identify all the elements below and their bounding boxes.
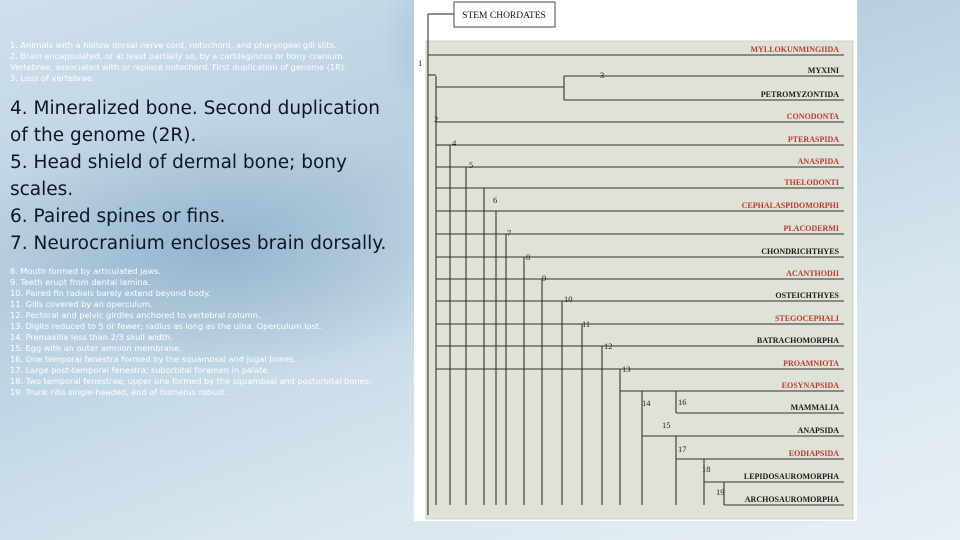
character-item: 13. Digits reduced to 5 or fewer; radius… <box>10 321 322 331</box>
cladogram: STEM CHORDATES MYLLOKUNMINGIIDA MYXINI PET… <box>418 1 854 520</box>
taxon-label: EODIAPSIDA <box>789 449 839 458</box>
highlighted-line: of the genome (2R). <box>10 125 197 146</box>
taxon-label: MYLLOKUNMINGIIDA <box>751 45 840 54</box>
highlighted-line: 5. Head shield of dermal bone; bony <box>10 152 347 173</box>
taxon-label: ANAPSIDA <box>798 426 840 435</box>
node-number: 13 <box>622 364 631 374</box>
node-number: 16 <box>678 397 687 407</box>
node-number: 8 <box>526 252 530 262</box>
characters-bottom: 8. Mouth formed by articulated jaws. 9. … <box>10 266 371 398</box>
character-item: Vertebrae, associated with or replace no… <box>10 62 347 72</box>
taxon-label: STEGOCEPHALI <box>775 314 839 323</box>
character-item: 15. Egg with an outer amnion membrane. <box>10 343 182 353</box>
node-number: 18 <box>702 464 711 474</box>
node-number: 12 <box>604 341 613 351</box>
highlighted-line: 4. Mineralized bone. Second duplication <box>10 98 381 119</box>
node-number: 11 <box>582 319 590 329</box>
node-number: 10 <box>564 294 573 304</box>
taxon-label: ANASPIDA <box>798 157 840 166</box>
character-item: 2. Brain encapsulated, or at least parti… <box>10 51 346 61</box>
node-number: 2 <box>434 114 438 124</box>
node-number: 19 <box>716 487 725 497</box>
node-number: 9 <box>542 273 546 283</box>
root-label: STEM CHORDATES <box>462 11 546 21</box>
node-number: 4 <box>452 138 457 148</box>
character-item: 10. Paired fin radials barely extend bey… <box>10 288 211 298</box>
taxon-label: PROAMNIOTA <box>783 359 839 368</box>
cladogram-panel: STEM CHORDATES MYLLOKUNMINGIIDA MYXINI PET… <box>414 0 857 521</box>
background-shape <box>0 120 480 380</box>
taxon-label: CEPHALASPIDOMORPHI <box>742 201 839 210</box>
node-number: 3 <box>600 70 604 80</box>
highlighted-line: 7. Neurocranium encloses brain dorsally. <box>10 233 387 254</box>
highlighted-line: scales. <box>10 179 74 200</box>
character-item: 11. Gills covered by an operculum. <box>10 299 153 309</box>
taxon-label: THELODONTI <box>784 178 839 187</box>
taxon-label: BATRACHOMORPHA <box>757 336 839 345</box>
taxon-label: ACANTHODII <box>786 269 839 278</box>
character-item: 9. Teeth erupt from dental lamina. <box>10 277 151 287</box>
character-item: 18. Two temporal fenestrae; upper one fo… <box>10 376 372 386</box>
character-item: 8. Mouth formed by articulated jaws. <box>10 266 162 276</box>
character-item: 12. Pectoral and pelvic girdles anchored… <box>10 310 261 320</box>
node-number: 15 <box>662 420 671 430</box>
taxon-label: MAMMALIA <box>791 403 840 412</box>
character-item: 17. Large post-temporal fenestra; suborb… <box>10 365 271 375</box>
taxon-label: PETROMYZONTIDA <box>761 90 839 99</box>
character-item: 3. Loss of vertebrae. <box>10 73 95 83</box>
character-item: 16. One temporal fenestra formed by the … <box>10 354 297 364</box>
character-item: 19. Trunk ribs single-headed, end of hum… <box>10 387 228 397</box>
characters-highlighted: 4. Mineralized bone. Second duplication … <box>10 95 386 257</box>
node-number: 14 <box>642 398 651 408</box>
character-item: 14. Premaxilla less than 2/3 skull width… <box>10 332 173 342</box>
highlighted-line: 6. Paired spines or fins. <box>10 206 226 227</box>
node-number: 7 <box>507 228 511 238</box>
character-item: 1. Animals with a hollow dorsal nerve co… <box>10 40 337 50</box>
node-number: 1 <box>418 58 422 68</box>
taxon-label: ARCHOSAUROMORPHA <box>745 495 839 504</box>
node-number: 17 <box>678 444 687 454</box>
taxon-label: CHONDRICHTHYES <box>761 247 839 256</box>
characters-top: 1. Animals with a hollow dorsal nerve co… <box>10 40 347 84</box>
node-number: 6 <box>493 195 497 205</box>
taxon-label: MYXINI <box>808 66 839 75</box>
taxon-label: OSTEICHTHYES <box>775 291 839 300</box>
node-number: 5 <box>469 160 473 170</box>
taxon-label: CONODONTA <box>787 112 840 121</box>
taxon-label: LEPIDOSAUROMORPHA <box>744 472 839 481</box>
taxon-label: PTERASPIDA <box>788 135 839 144</box>
taxon-label: PLACODERMI <box>783 224 839 233</box>
taxon-label: EOSYNAPSIDA <box>782 381 840 390</box>
